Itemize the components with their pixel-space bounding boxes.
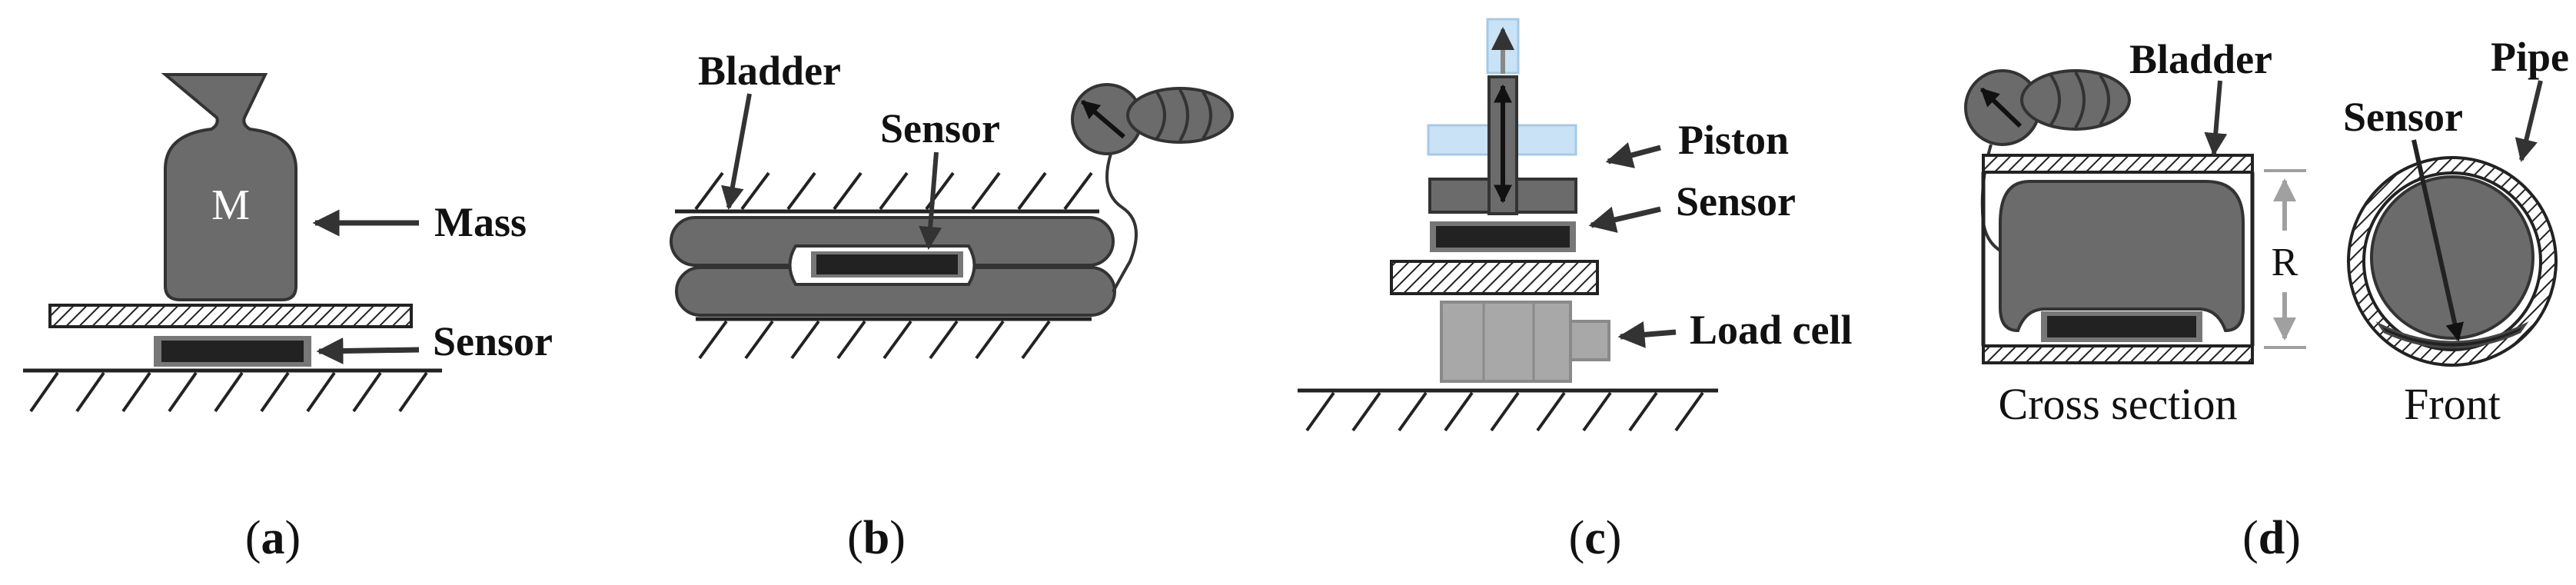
plate: [1390, 260, 1599, 295]
radius-label: R: [2272, 241, 2298, 284]
sensor-arrow: [1588, 206, 1661, 233]
pump-needle-arrow: [1979, 87, 2023, 128]
mass-weight: [161, 73, 297, 301]
pump-needle-arrow: [1081, 99, 1125, 139]
bladder-arrow: [2204, 80, 2228, 156]
bladder: [1999, 180, 2245, 333]
caption-c: (c): [1569, 512, 1622, 564]
bottom-wall-hatch: [698, 320, 1051, 360]
sensor-arrow: [316, 337, 420, 365]
panel-a: M Mass Sensor (a): [23, 73, 553, 564]
bladder-label: Bladder: [2129, 36, 2272, 82]
pump-tube: [1105, 153, 1138, 293]
top-wall-hatch: [694, 171, 1093, 211]
sensor-label: Sensor: [1676, 178, 1796, 224]
sensor: [1436, 226, 1570, 248]
mass-label: Mass: [434, 199, 527, 245]
pump-handle: [2020, 69, 2131, 131]
piston-label: Piston: [1678, 117, 1789, 163]
sensor-arrow: [2411, 139, 2465, 342]
pump-grip-lines: [2049, 71, 2110, 129]
front-label: Front: [2404, 379, 2501, 429]
cross-section-bottom-wall: [1982, 344, 2254, 364]
panel-c: Piston Sensor Load cell (c): [1298, 18, 1853, 564]
load-cell-connector: [1569, 320, 1610, 361]
sensor-label: Sensor: [2343, 94, 2463, 140]
panel-d: R Bladder Pipe Sensor Cross section Fron…: [1964, 34, 2569, 564]
ground-hatch: [1305, 391, 1704, 432]
bladder-label: Bladder: [698, 48, 841, 94]
pipe-label: Pipe: [2491, 34, 2569, 80]
sensor-label: Sensor: [433, 318, 553, 364]
cross-section-top-wall: [1982, 154, 2254, 174]
sensor-label: Sensor: [880, 105, 1000, 151]
pump-handle: [1126, 87, 1234, 144]
bladder-arrow: [721, 93, 752, 210]
load-cell-body: [1440, 301, 1572, 383]
ground-hatch: [29, 371, 428, 413]
cross-section-label: Cross section: [1999, 379, 2238, 429]
sensor: [161, 341, 304, 362]
sensor: [2047, 316, 2196, 337]
caption-b: (b): [847, 512, 906, 564]
mass-letter: M: [211, 181, 250, 229]
pipe-arrow: [2515, 80, 2543, 162]
pump-grip-lines: [1155, 88, 1212, 142]
sensor-front: [2375, 321, 2529, 349]
load-cell-arrow: [1617, 321, 1677, 348]
load-cell-label: Load cell: [1690, 307, 1853, 353]
piston-arrow: [1605, 142, 1661, 168]
caption-a: (a): [245, 512, 301, 564]
plate: [48, 304, 413, 328]
panel-b: Bladder Sensor (b): [670, 48, 1234, 564]
caption-d: (d): [2242, 512, 2301, 564]
sensor: [816, 254, 958, 274]
sensor-arrow: [919, 151, 942, 250]
